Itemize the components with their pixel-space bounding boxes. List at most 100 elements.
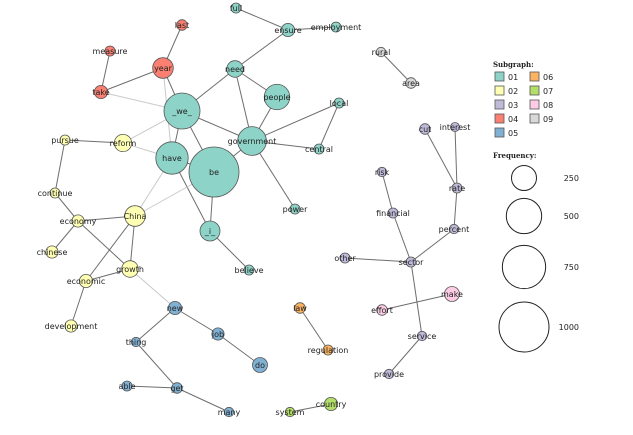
node-circle-provide[interactable] bbox=[383, 368, 395, 380]
node-get[interactable]: get bbox=[170, 382, 184, 394]
node-circle-local[interactable] bbox=[333, 97, 345, 109]
node-take[interactable]: take bbox=[92, 84, 110, 100]
node-new[interactable]: new bbox=[167, 300, 184, 316]
node-circle-economy[interactable] bbox=[71, 214, 85, 228]
node-circle-make[interactable] bbox=[444, 286, 460, 302]
node-economic[interactable]: economic bbox=[67, 273, 106, 289]
node-circle-people[interactable] bbox=[263, 83, 291, 111]
node-continue[interactable]: continue bbox=[38, 187, 73, 199]
node-circle-new[interactable] bbox=[167, 300, 183, 316]
node-do[interactable]: do bbox=[252, 357, 268, 373]
node-China[interactable]: China bbox=[124, 205, 147, 227]
node-circle-cut[interactable] bbox=[419, 123, 431, 135]
node-circle-law[interactable] bbox=[294, 302, 306, 314]
node-percent[interactable]: percent bbox=[439, 223, 470, 235]
node-circle-able[interactable] bbox=[121, 380, 133, 392]
node-circle-chinese[interactable] bbox=[45, 245, 59, 259]
node-system[interactable]: system bbox=[276, 406, 305, 418]
node-effort[interactable]: effort bbox=[371, 304, 393, 316]
node-circle-growth[interactable] bbox=[121, 260, 139, 278]
node-circle-service[interactable] bbox=[416, 330, 428, 342]
node-circle-China[interactable] bbox=[124, 205, 146, 227]
node-be[interactable]: be bbox=[188, 146, 240, 198]
node-able[interactable]: able bbox=[118, 380, 136, 392]
node-circle-regulation[interactable] bbox=[322, 344, 334, 356]
node-power[interactable]: power bbox=[283, 203, 308, 215]
node-circle-year[interactable] bbox=[152, 57, 174, 79]
node-people[interactable]: people bbox=[263, 83, 291, 111]
node-circle-country[interactable] bbox=[323, 396, 339, 412]
node-central[interactable]: central bbox=[305, 143, 333, 155]
node-circle-reform[interactable] bbox=[113, 133, 133, 153]
node-pursue[interactable]: pursue bbox=[51, 134, 79, 146]
node-circle-area[interactable] bbox=[405, 77, 417, 89]
node-circle-rate[interactable] bbox=[451, 182, 463, 194]
node-provide[interactable]: provide bbox=[374, 368, 404, 380]
node-rate[interactable]: rate bbox=[449, 182, 465, 194]
node-circle-risk[interactable] bbox=[376, 166, 388, 178]
node-circle-be[interactable] bbox=[188, 146, 240, 198]
node-circle-do[interactable] bbox=[252, 357, 268, 373]
node-circle-measure[interactable] bbox=[104, 45, 116, 57]
node-circle-development[interactable] bbox=[64, 319, 78, 333]
node-have[interactable]: have bbox=[155, 141, 189, 175]
node-circle-many[interactable] bbox=[223, 406, 235, 418]
node-make[interactable]: make bbox=[441, 286, 463, 302]
node-last[interactable]: last bbox=[175, 19, 189, 31]
node-employment[interactable]: employment bbox=[311, 21, 362, 33]
node-thing[interactable]: thing bbox=[126, 336, 147, 348]
node-circle-system[interactable] bbox=[284, 406, 296, 418]
node-risk[interactable]: risk bbox=[375, 166, 390, 178]
node-circle-percent[interactable] bbox=[448, 223, 460, 235]
node-country[interactable]: country bbox=[316, 396, 347, 412]
node-circle-power[interactable] bbox=[289, 203, 301, 215]
node-circle-get[interactable] bbox=[171, 382, 183, 394]
node-circle-need[interactable] bbox=[226, 60, 244, 78]
node-cut[interactable]: cut bbox=[419, 123, 432, 135]
node-financial[interactable]: financial bbox=[376, 207, 410, 219]
node-development[interactable]: development bbox=[45, 319, 98, 333]
node-circle-job[interactable] bbox=[211, 327, 225, 341]
node-circle-last[interactable] bbox=[176, 19, 188, 31]
node-circle-interest[interactable] bbox=[450, 122, 460, 132]
node-job[interactable]: job bbox=[211, 327, 225, 341]
node-circle-continue[interactable] bbox=[49, 187, 61, 199]
node-circle-other[interactable] bbox=[339, 252, 351, 264]
node-year[interactable]: year bbox=[152, 57, 174, 79]
node-circle-rural[interactable] bbox=[375, 46, 387, 58]
node-circle-economic[interactable] bbox=[78, 273, 94, 289]
node-circle-ensure[interactable] bbox=[280, 22, 296, 38]
node-need[interactable]: need bbox=[225, 60, 245, 78]
node-interest[interactable]: interest bbox=[440, 122, 471, 133]
node-area[interactable]: area bbox=[402, 77, 420, 89]
node-measure[interactable]: measure bbox=[93, 45, 128, 57]
node-circle-full[interactable] bbox=[230, 2, 242, 14]
node-circle-government[interactable] bbox=[237, 126, 267, 156]
node-other[interactable]: other bbox=[334, 252, 356, 264]
node-circle-employment[interactable] bbox=[330, 21, 342, 33]
node-_we_[interactable]: _we_ bbox=[163, 92, 201, 130]
node-growth[interactable]: growth bbox=[116, 260, 144, 278]
node-circle-financial[interactable] bbox=[387, 207, 399, 219]
node-circle-have[interactable] bbox=[155, 141, 189, 175]
node-circle-thing[interactable] bbox=[130, 336, 142, 348]
node-ensure[interactable]: ensure bbox=[274, 22, 302, 38]
node-full[interactable]: full bbox=[230, 2, 242, 14]
node-rural[interactable]: rural bbox=[372, 46, 391, 58]
node-sector[interactable]: sector bbox=[399, 256, 425, 268]
node-many[interactable]: many bbox=[218, 406, 241, 418]
node-circle-take[interactable] bbox=[93, 84, 109, 100]
node-_i_[interactable]: _i_ bbox=[199, 220, 221, 242]
node-circle-believe[interactable] bbox=[243, 264, 255, 276]
node-circle-central[interactable] bbox=[313, 143, 325, 155]
node-local[interactable]: local bbox=[330, 97, 349, 109]
node-circle-pursue[interactable] bbox=[59, 134, 71, 146]
node-circle-sector[interactable] bbox=[405, 256, 417, 268]
node-circle-_we_[interactable] bbox=[163, 92, 201, 130]
node-service[interactable]: service bbox=[408, 330, 437, 342]
node-government[interactable]: government bbox=[228, 126, 277, 156]
node-law[interactable]: law bbox=[293, 302, 307, 314]
node-circle-effort[interactable] bbox=[376, 304, 388, 316]
node-circle-_i_[interactable] bbox=[199, 220, 221, 242]
node-chinese[interactable]: chinese bbox=[37, 245, 68, 259]
